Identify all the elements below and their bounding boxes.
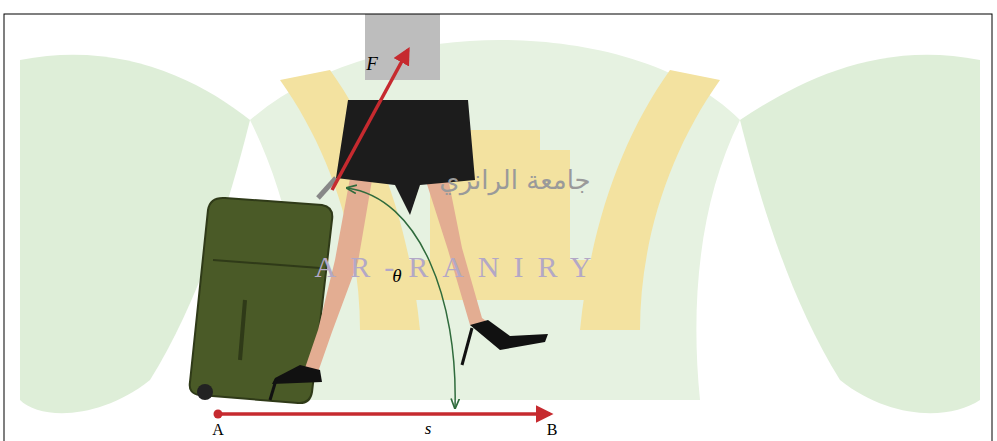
angle-arc: [347, 188, 455, 408]
watermark-text: AR-RANIRY: [314, 250, 605, 283]
point-label: A: [212, 421, 224, 439]
figure-frame: [4, 14, 992, 441]
suitcase: [190, 178, 336, 403]
force-symbol: F: [366, 54, 378, 75]
watermark-text: جامعة الرانري: [439, 166, 590, 195]
displacement-symbol: s: [425, 420, 432, 439]
start-point: [214, 410, 223, 419]
displacement-arrow: [218, 412, 550, 416]
point-label: B: [547, 421, 558, 439]
watermark-logo: [20, 14, 980, 413]
force-arrow: [332, 50, 408, 190]
